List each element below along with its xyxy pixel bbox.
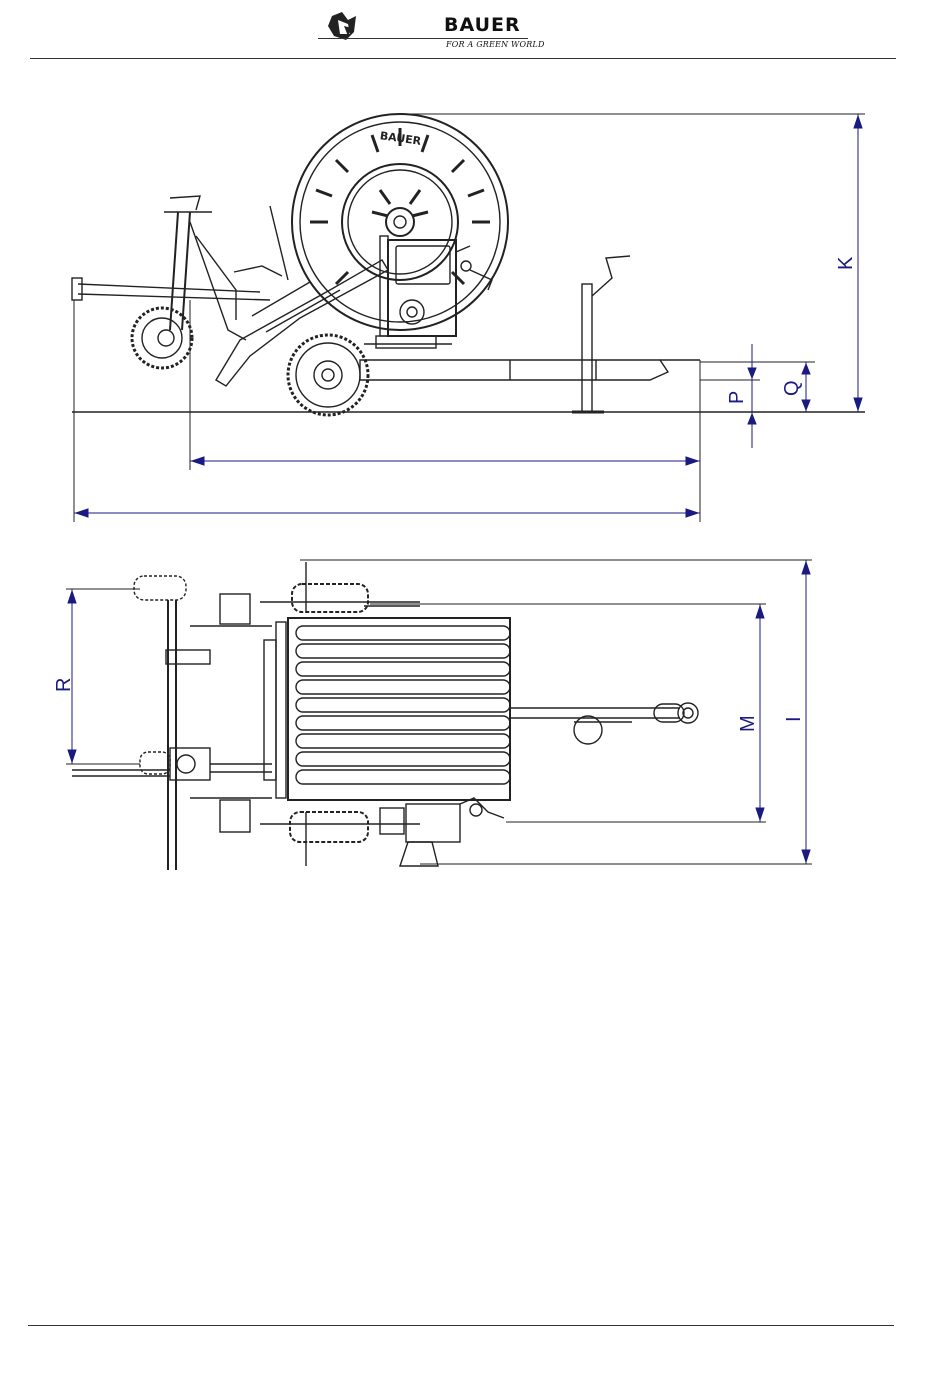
turbine-unit-top	[380, 798, 504, 866]
hose-drum-top	[264, 618, 510, 800]
drawbar-top	[510, 703, 698, 744]
dimension-label-m: M	[737, 715, 759, 732]
frame-top	[72, 576, 420, 870]
dimension-label-r: R	[53, 678, 75, 692]
dimension-label-i: I	[783, 716, 805, 722]
footer-rule	[28, 1325, 894, 1326]
main-wheel-top	[260, 562, 420, 866]
top-view-drawing: R M I	[0, 0, 950, 900]
